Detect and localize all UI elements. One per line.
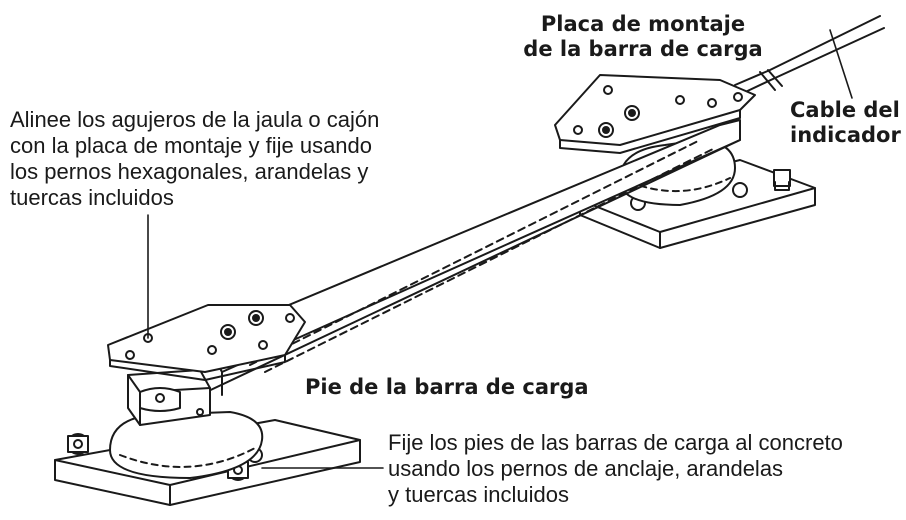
near-foot-dome [109,411,264,479]
indicator-cable [734,15,885,96]
anchor-instruction-line-3: y tuercas incluidos [388,482,569,507]
indicator-cable-label: Cable del indicador [790,98,901,148]
load-bar-foot-label: Pie de la barra de carga [305,375,589,400]
align-instruction-label: Alinee los agujeros de la jaula o cajón … [10,107,379,211]
leader-line-cable [829,29,853,99]
align-instruction-line-1: Alinee los agujeros de la jaula o cajón [10,107,380,132]
far-base-plate [579,159,816,249]
far-mounting-plate [554,74,756,154]
anchor-instruction-label: Fije los pies de las barras de carga al … [388,430,843,508]
indicator-cable-label-line-2: indicador [790,123,901,147]
align-instruction-line-3: los pernos hexagonales, arandelas y [10,159,369,184]
mounting-plate-label-line-2: de la barra de carga [523,37,763,61]
anchor-instruction-line-1: Fije los pies de las barras de carga al … [388,430,843,455]
indicator-cable-label-line-1: Cable del [790,98,900,122]
mounting-plate-label: Placa de montaje de la barra de carga [488,12,798,62]
load-bar-foot-label-line-1: Pie de la barra de carga [305,375,589,399]
load-bar-beam [199,119,741,396]
near-mounting-plate [107,304,306,381]
align-instruction-line-4: tuercas incluidos [10,185,174,210]
align-instruction-line-2: con la placa de montaje y fije usando [10,133,373,158]
anchor-instruction-line-2: usando los pernos de anclaje, arandelas [388,456,784,481]
near-foot-block [127,369,211,426]
far-plate-bolt-right [732,182,748,198]
mounting-plate-label-line-1: Placa de montaje [540,12,746,36]
